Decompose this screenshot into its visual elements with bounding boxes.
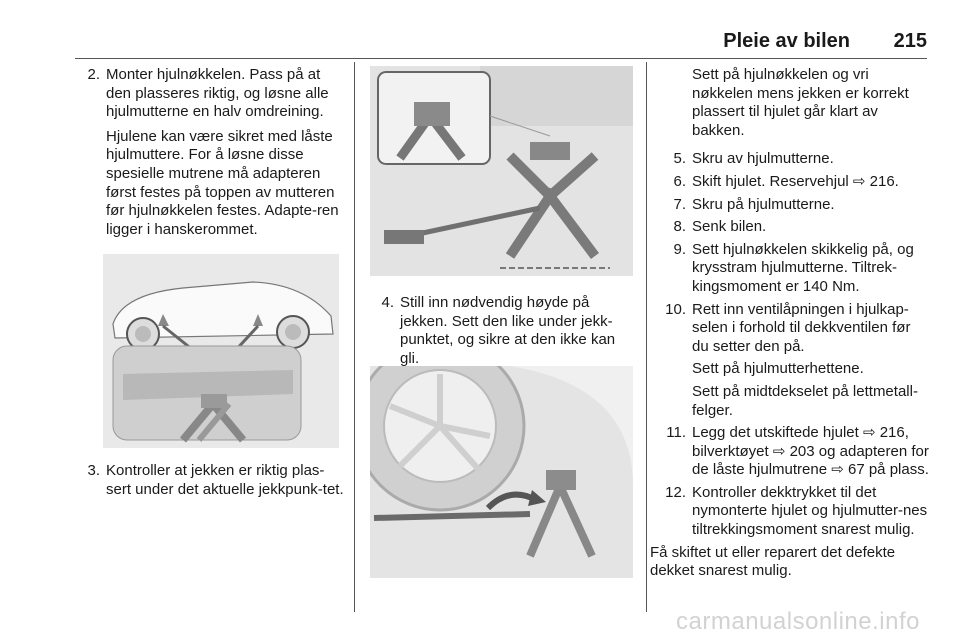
step-4: 4. Still inn nødvendig høyde på jekken. … xyxy=(370,294,638,368)
step-8: 8. Senk bilen. xyxy=(662,218,930,237)
step-12: 12. Kontroller dekktrykket til det nymon… xyxy=(662,484,930,540)
step-text: Kontroller dekktrykket til det nymontert… xyxy=(692,483,928,539)
step-text: Still inn nødvendig høyde på jekken. Set… xyxy=(400,294,616,367)
step-number: 5. xyxy=(673,150,686,168)
column-1-lower: 3. Kontroller at jekken er riktig plas-s… xyxy=(76,462,344,505)
step-text: Rett inn ventilåpningen i hjulkap-selen … xyxy=(692,300,911,355)
step-9: 9. Sett hjulnøkkelen skikkelig på, og kr… xyxy=(662,241,930,297)
step-text: Skru på hjulmutterne. xyxy=(692,195,835,213)
step-text: Skift hjulet. Reservehjul ⇨ 216. xyxy=(692,172,899,190)
step-number: 8. xyxy=(673,218,686,236)
figure-jack-under-wheel xyxy=(370,366,633,578)
step-text: Monter hjulnøkkelen. Pass på at den plas… xyxy=(106,66,329,121)
step-3: 3. Kontroller at jekken er riktig plas-s… xyxy=(76,462,344,499)
car-side-illustration xyxy=(112,281,334,443)
step-2: 2. Monter hjulnøkkelen. Pass på at den p… xyxy=(76,66,344,122)
step-text: Skru av hjulmutterne. xyxy=(692,150,834,168)
step-number: 12. xyxy=(665,483,686,501)
jack-under-wheel-illustration xyxy=(370,366,633,578)
step-11: 11. Legg det utskiftede hjulet ⇨ 216, bi… xyxy=(662,424,930,480)
step-7: 7. Skru på hjulmutterne. xyxy=(662,196,930,215)
step-10: 10. Rett inn ventilåpningen i hjulkap-se… xyxy=(662,301,930,357)
column-3: Sett på hjulnøkkelen og vri nøkkelen men… xyxy=(650,66,930,587)
step-number: 3. xyxy=(87,462,100,479)
column-divider-right xyxy=(646,62,647,612)
header-title: Pleie av bilen xyxy=(723,30,850,52)
watermark: carmanualsonline.info xyxy=(676,608,920,635)
step-number: 11. xyxy=(666,424,686,442)
column-2: 4. Still inn nødvendig høyde på jekken. … xyxy=(370,294,638,374)
header-rule xyxy=(75,58,927,59)
figure-scissor-jack xyxy=(370,66,633,276)
column-divider-left xyxy=(354,62,355,612)
step-10-note-a: Sett på hjulmutterhettene. xyxy=(692,360,864,378)
step-text: Sett hjulnøkkelen skikkelig på, og kryss… xyxy=(692,240,914,295)
step-number: 10. xyxy=(665,300,686,318)
step-2-note: Hjulene kan være sikret med låste hjulmu… xyxy=(106,127,339,238)
scissor-jack-illustration xyxy=(377,66,633,269)
closing-text: Få skiftet ut eller reparert det defekte… xyxy=(650,543,896,580)
step-number: 6. xyxy=(673,172,686,190)
step-text: Kontroller at jekken er riktig plas-sert… xyxy=(106,462,344,498)
figure-car-jack-points xyxy=(103,254,339,448)
step-6: 6. Skift hjulet. Reservehjul ⇨ 216. xyxy=(662,173,930,192)
intro-text: Sett på hjulnøkkelen og vri nøkkelen men… xyxy=(692,66,909,139)
step-text: Legg det utskiftede hjulet ⇨ 216, bilver… xyxy=(692,424,929,479)
step-text: Senk bilen. xyxy=(692,218,767,236)
step-10-note-b: Sett på midtdekselet på lettmetall-felge… xyxy=(692,382,918,419)
page-number: 215 xyxy=(893,30,927,52)
step-number: 2. xyxy=(87,66,100,83)
step-number: 4. xyxy=(381,294,394,311)
step-number: 7. xyxy=(673,195,686,213)
column-1: 2. Monter hjulnøkkelen. Pass på at den p… xyxy=(76,66,344,245)
step-5: 5. Skru av hjulmutterne. xyxy=(662,150,930,169)
step-number: 9. xyxy=(673,240,686,258)
